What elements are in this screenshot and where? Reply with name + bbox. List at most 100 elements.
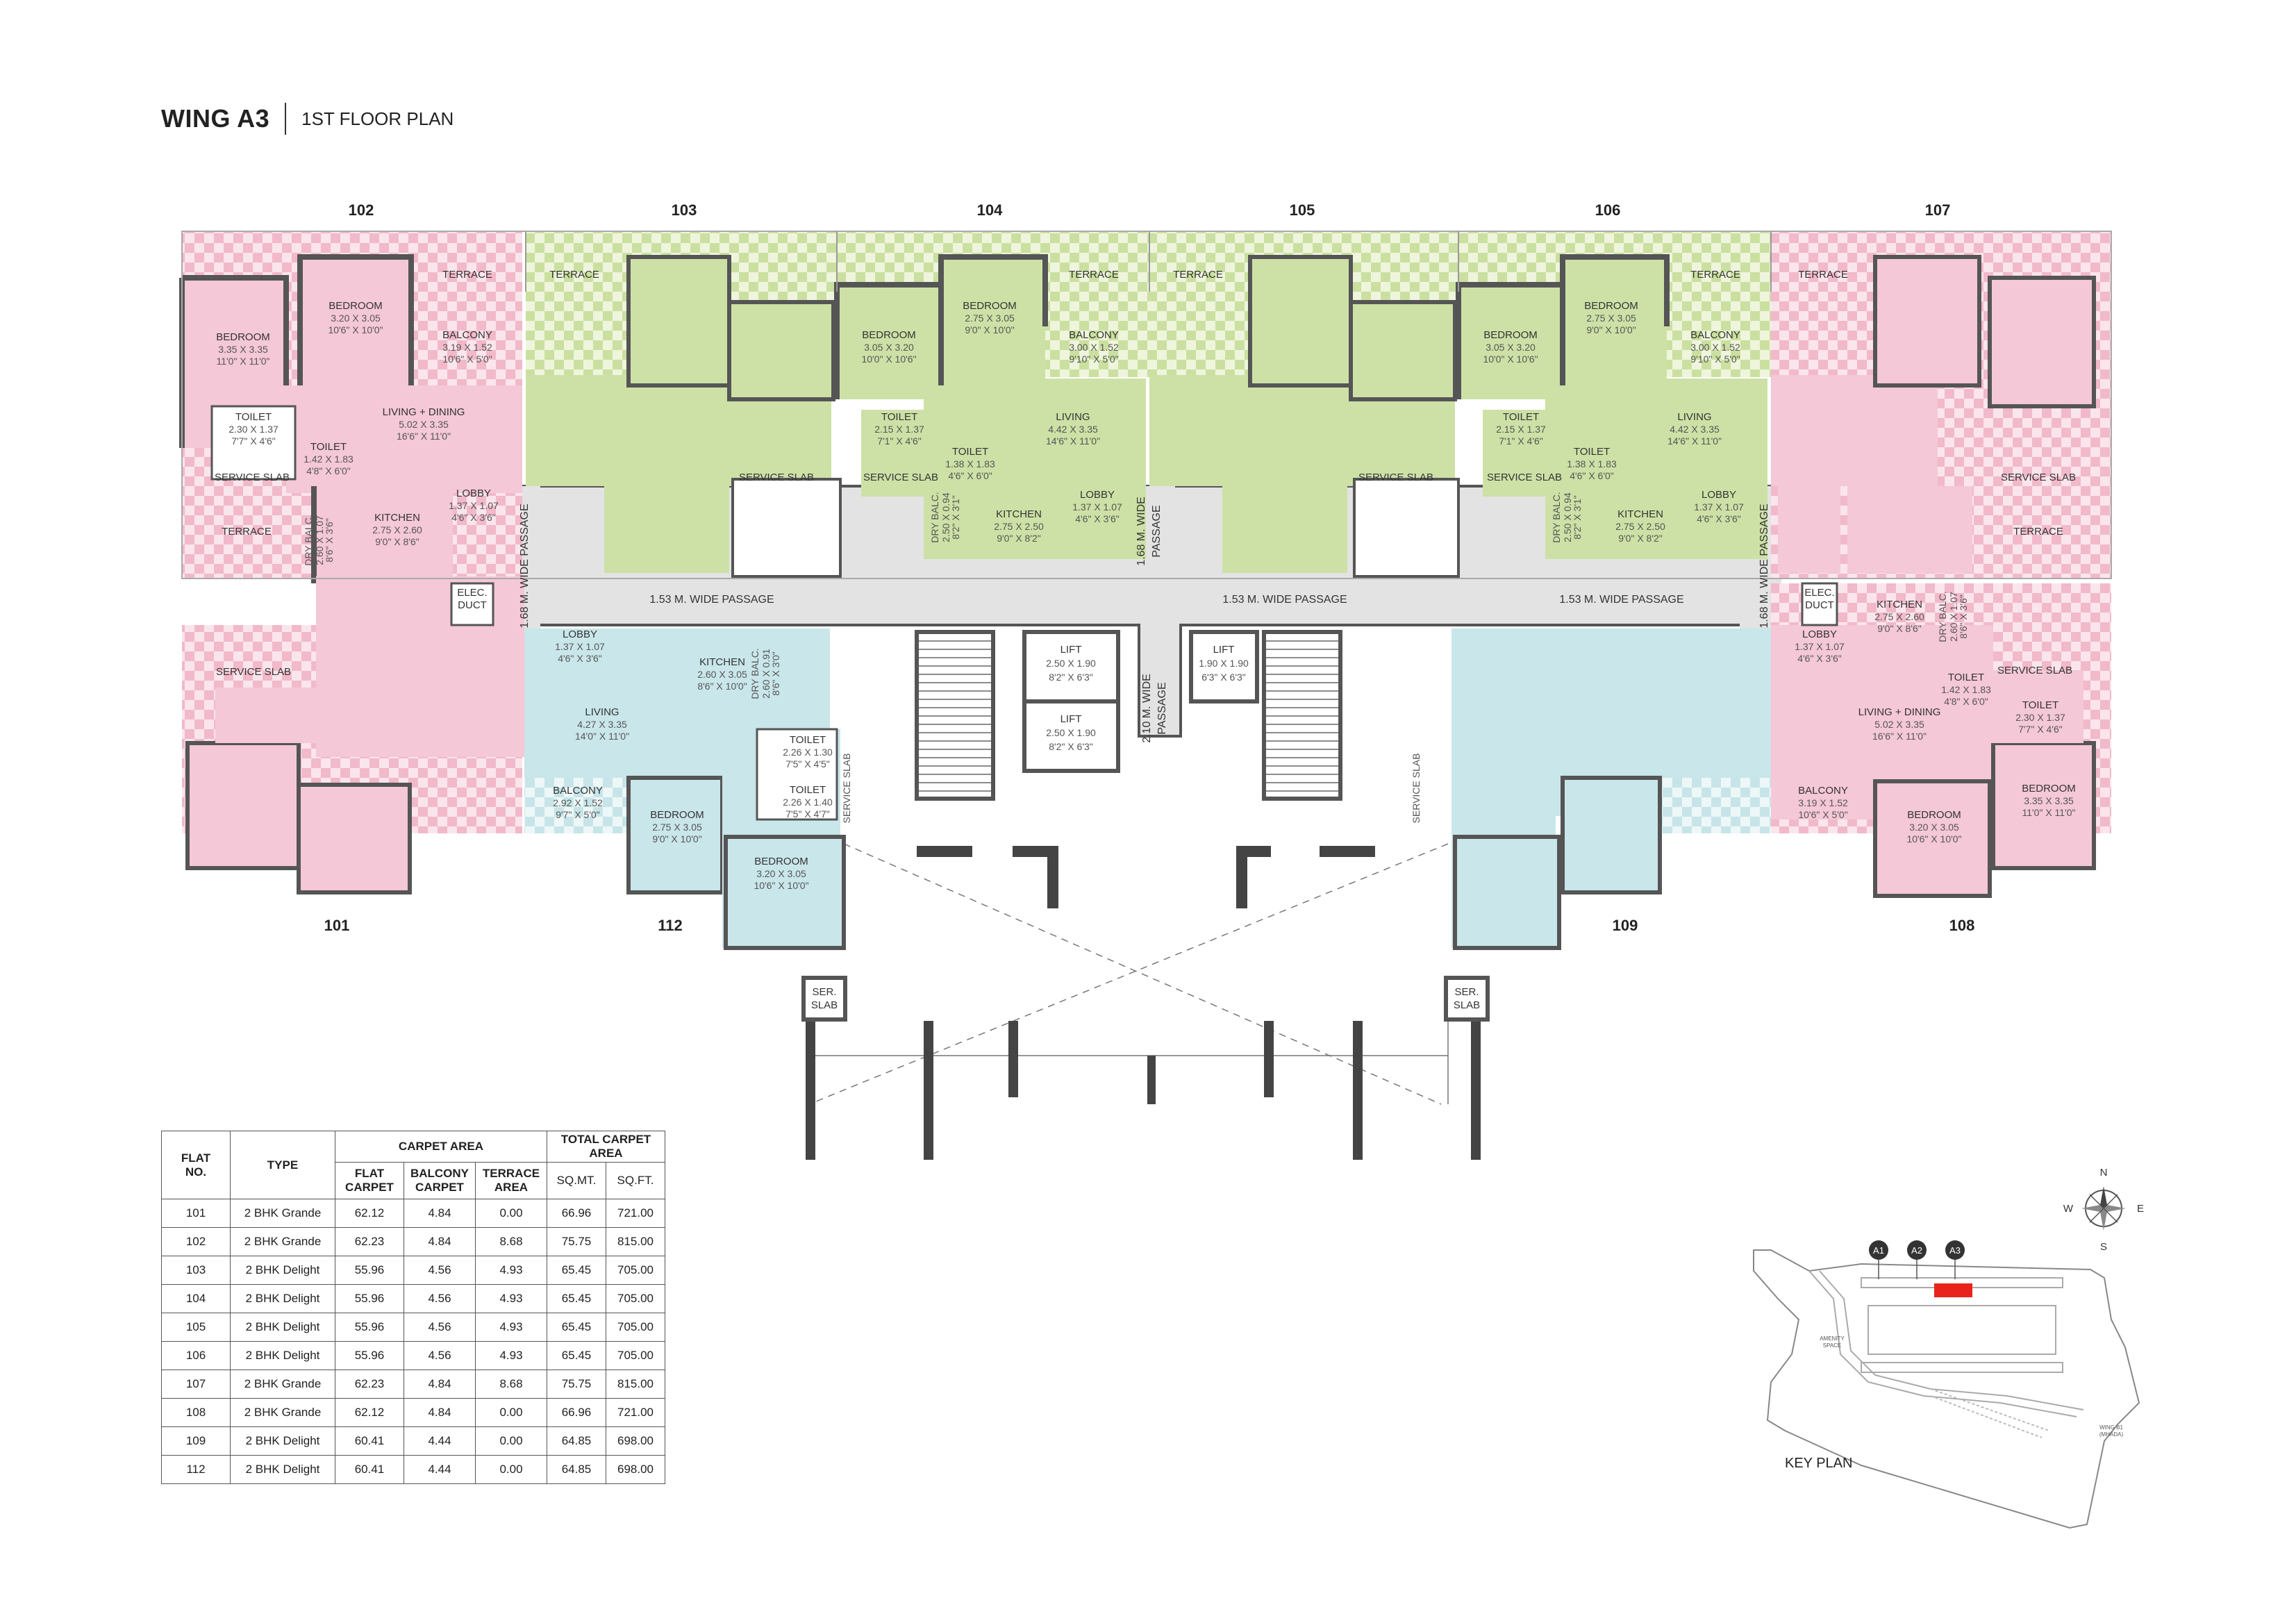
- room-dimension: 2.26 X 1.40: [783, 797, 833, 808]
- room-dimension: 9'10" X 5'0": [1690, 353, 1740, 365]
- flat-label-103: 103: [672, 201, 697, 219]
- table-cell: 102: [161, 1227, 231, 1256]
- key-plan-parking: [1930, 1388, 2049, 1438]
- room-name: LOBBY: [456, 488, 491, 499]
- table-cell: 721.00: [606, 1199, 665, 1228]
- room-dimension: 11'0" X 11'0": [2022, 807, 2075, 818]
- room-name: BEDROOM: [862, 329, 916, 341]
- room-dimension: 3.35 X 3.35: [2024, 795, 2074, 806]
- room-name: BEDROOM: [2022, 783, 2076, 794]
- table-cell: 4.84: [404, 1227, 476, 1256]
- room-dimension: 2.15 X 1.37: [1496, 424, 1546, 435]
- ser-slab-left-1: SER.: [812, 986, 836, 998]
- passage-label-center: 1.53 M. WIDE PASSAGE: [1222, 594, 1347, 606]
- room-dimension: 3.05 X 3.20: [864, 342, 914, 353]
- room-dimension: 5.02 X 3.35: [1874, 719, 1924, 730]
- table-cell: 62.23: [335, 1227, 404, 1256]
- table-cell: 2 BHK Grande: [230, 1370, 335, 1399]
- room-name: BEDROOM: [1483, 329, 1538, 341]
- table-cell: 4.93: [475, 1284, 547, 1313]
- room-dimension: 3.19 X 1.52: [442, 342, 492, 353]
- lift-1-label: LIFT: [1060, 644, 1082, 656]
- room-dimension: 8'6" X 10'0": [697, 681, 747, 692]
- room-name: DRY BALC.: [1551, 492, 1562, 542]
- table-cell: 0.00: [475, 1199, 547, 1228]
- table-cell: 8.68: [475, 1370, 547, 1399]
- key-plan-block-podium: [1867, 1305, 2056, 1355]
- podium-columns: [806, 846, 1481, 1160]
- room-dimension: 1.38 X 1.83: [1567, 458, 1617, 469]
- key-plan-wingb1-1: WING B1: [2099, 1424, 2123, 1431]
- room-dimension: 2.92 X 1.52: [553, 797, 603, 808]
- key-plan-highlight-a3: [1934, 1283, 1972, 1297]
- room-dimension: 1.38 X 1.83: [945, 458, 995, 469]
- flat-label-104: 104: [977, 201, 1003, 219]
- room-dimension: 3.19 X 1.52: [1798, 797, 1848, 808]
- lift-3-label: LIFT: [1213, 644, 1235, 656]
- room-name: LIVING: [1677, 411, 1711, 423]
- flat-label-109: 109: [1613, 917, 1638, 934]
- flat-108: [1771, 583, 2111, 898]
- flat-label-106: 106: [1595, 201, 1621, 219]
- table-cell: 101: [161, 1199, 231, 1228]
- passage-label-mid-top-2: PASSAGE: [1151, 505, 1163, 557]
- room-name: SERVICE SLAB: [215, 472, 290, 483]
- room-name: TOILET: [790, 784, 826, 796]
- room-name: SERVICE SLAB: [216, 666, 291, 678]
- table-cell: 2 BHK Delight: [230, 1455, 335, 1484]
- table-cell: 65.45: [547, 1256, 606, 1285]
- key-plan: A1 A2 A3 AMENITY SPACE WING B1 (MHADA): [1753, 1240, 2140, 1529]
- room-name: TOILET: [790, 734, 826, 746]
- table-cell: 106: [161, 1341, 231, 1370]
- room-dimension: 2.30 X 1.37: [2015, 712, 2065, 723]
- room-dimension: 10'0" X 10'6": [1483, 353, 1538, 365]
- room-dimension: 4'8" X 6'0": [306, 465, 351, 476]
- table-cell: 2 BHK Delight: [230, 1341, 335, 1370]
- flat-label-107: 107: [1925, 201, 1951, 219]
- room-dimension: 10'6" X 5'0": [1798, 809, 1847, 820]
- room-name: TERRACE: [442, 269, 492, 281]
- flat-dividers: [525, 231, 1772, 292]
- table-cell: 107: [161, 1370, 231, 1399]
- room-dimension: 3.20 X 3.05: [756, 868, 806, 879]
- room-dimension: 9'0" X 10'0": [652, 833, 701, 844]
- room-dimension: 2.75 X 2.60: [1874, 611, 1924, 622]
- room-name: SERVICE SLAB: [1358, 472, 1433, 483]
- flat-109: [1451, 629, 1771, 950]
- room-dimension: 4.42 X 3.35: [1048, 424, 1098, 435]
- room-name: TOILET: [310, 441, 347, 453]
- room-name: BEDROOM: [216, 331, 270, 343]
- compass-e: E: [2137, 1203, 2144, 1215]
- podium-lines: [808, 843, 1449, 1105]
- room-dimension: 3.05 X 3.20: [1486, 342, 1536, 353]
- flat-label-105: 105: [1290, 201, 1315, 219]
- table-cell: 60.41: [335, 1426, 404, 1456]
- room-name: SERVICE SLAB: [841, 754, 852, 824]
- room-dimension: 2.30 X 1.37: [228, 424, 278, 435]
- table-cell: 4.56: [404, 1313, 476, 1342]
- room-dimension: 9'0" X 10'0": [1586, 324, 1636, 335]
- table-cell: 0.00: [475, 1398, 547, 1427]
- core: [450, 582, 1838, 1022]
- key-plan-marker-a1: [1869, 1240, 1888, 1260]
- core-labels: ELEC. DUCT ELEC. DUCT LIFT 2.50 X 1.90 8…: [457, 587, 1834, 1011]
- lift-2-label: LIFT: [1060, 713, 1082, 725]
- room-name: LIVING + DINING: [1858, 706, 1941, 718]
- passage-label-mid-bottom-2: PASSAGE: [1156, 682, 1168, 734]
- room-dimension: 2.75 X 3.05: [965, 313, 1015, 324]
- key-plan-label-a3: A3: [1949, 1245, 1961, 1256]
- key-plan-amenity-2: SPACE: [1823, 1342, 1842, 1349]
- table-cell: 4.93: [475, 1256, 547, 1285]
- table-cell: 4.44: [404, 1455, 476, 1484]
- room-dimension: 1.37 X 1.07: [555, 641, 605, 652]
- table-cell: 55.96: [335, 1284, 404, 1313]
- table-cell: 65.45: [547, 1284, 606, 1313]
- table-cell: 705.00: [606, 1256, 665, 1285]
- table-cell: 112: [161, 1455, 231, 1484]
